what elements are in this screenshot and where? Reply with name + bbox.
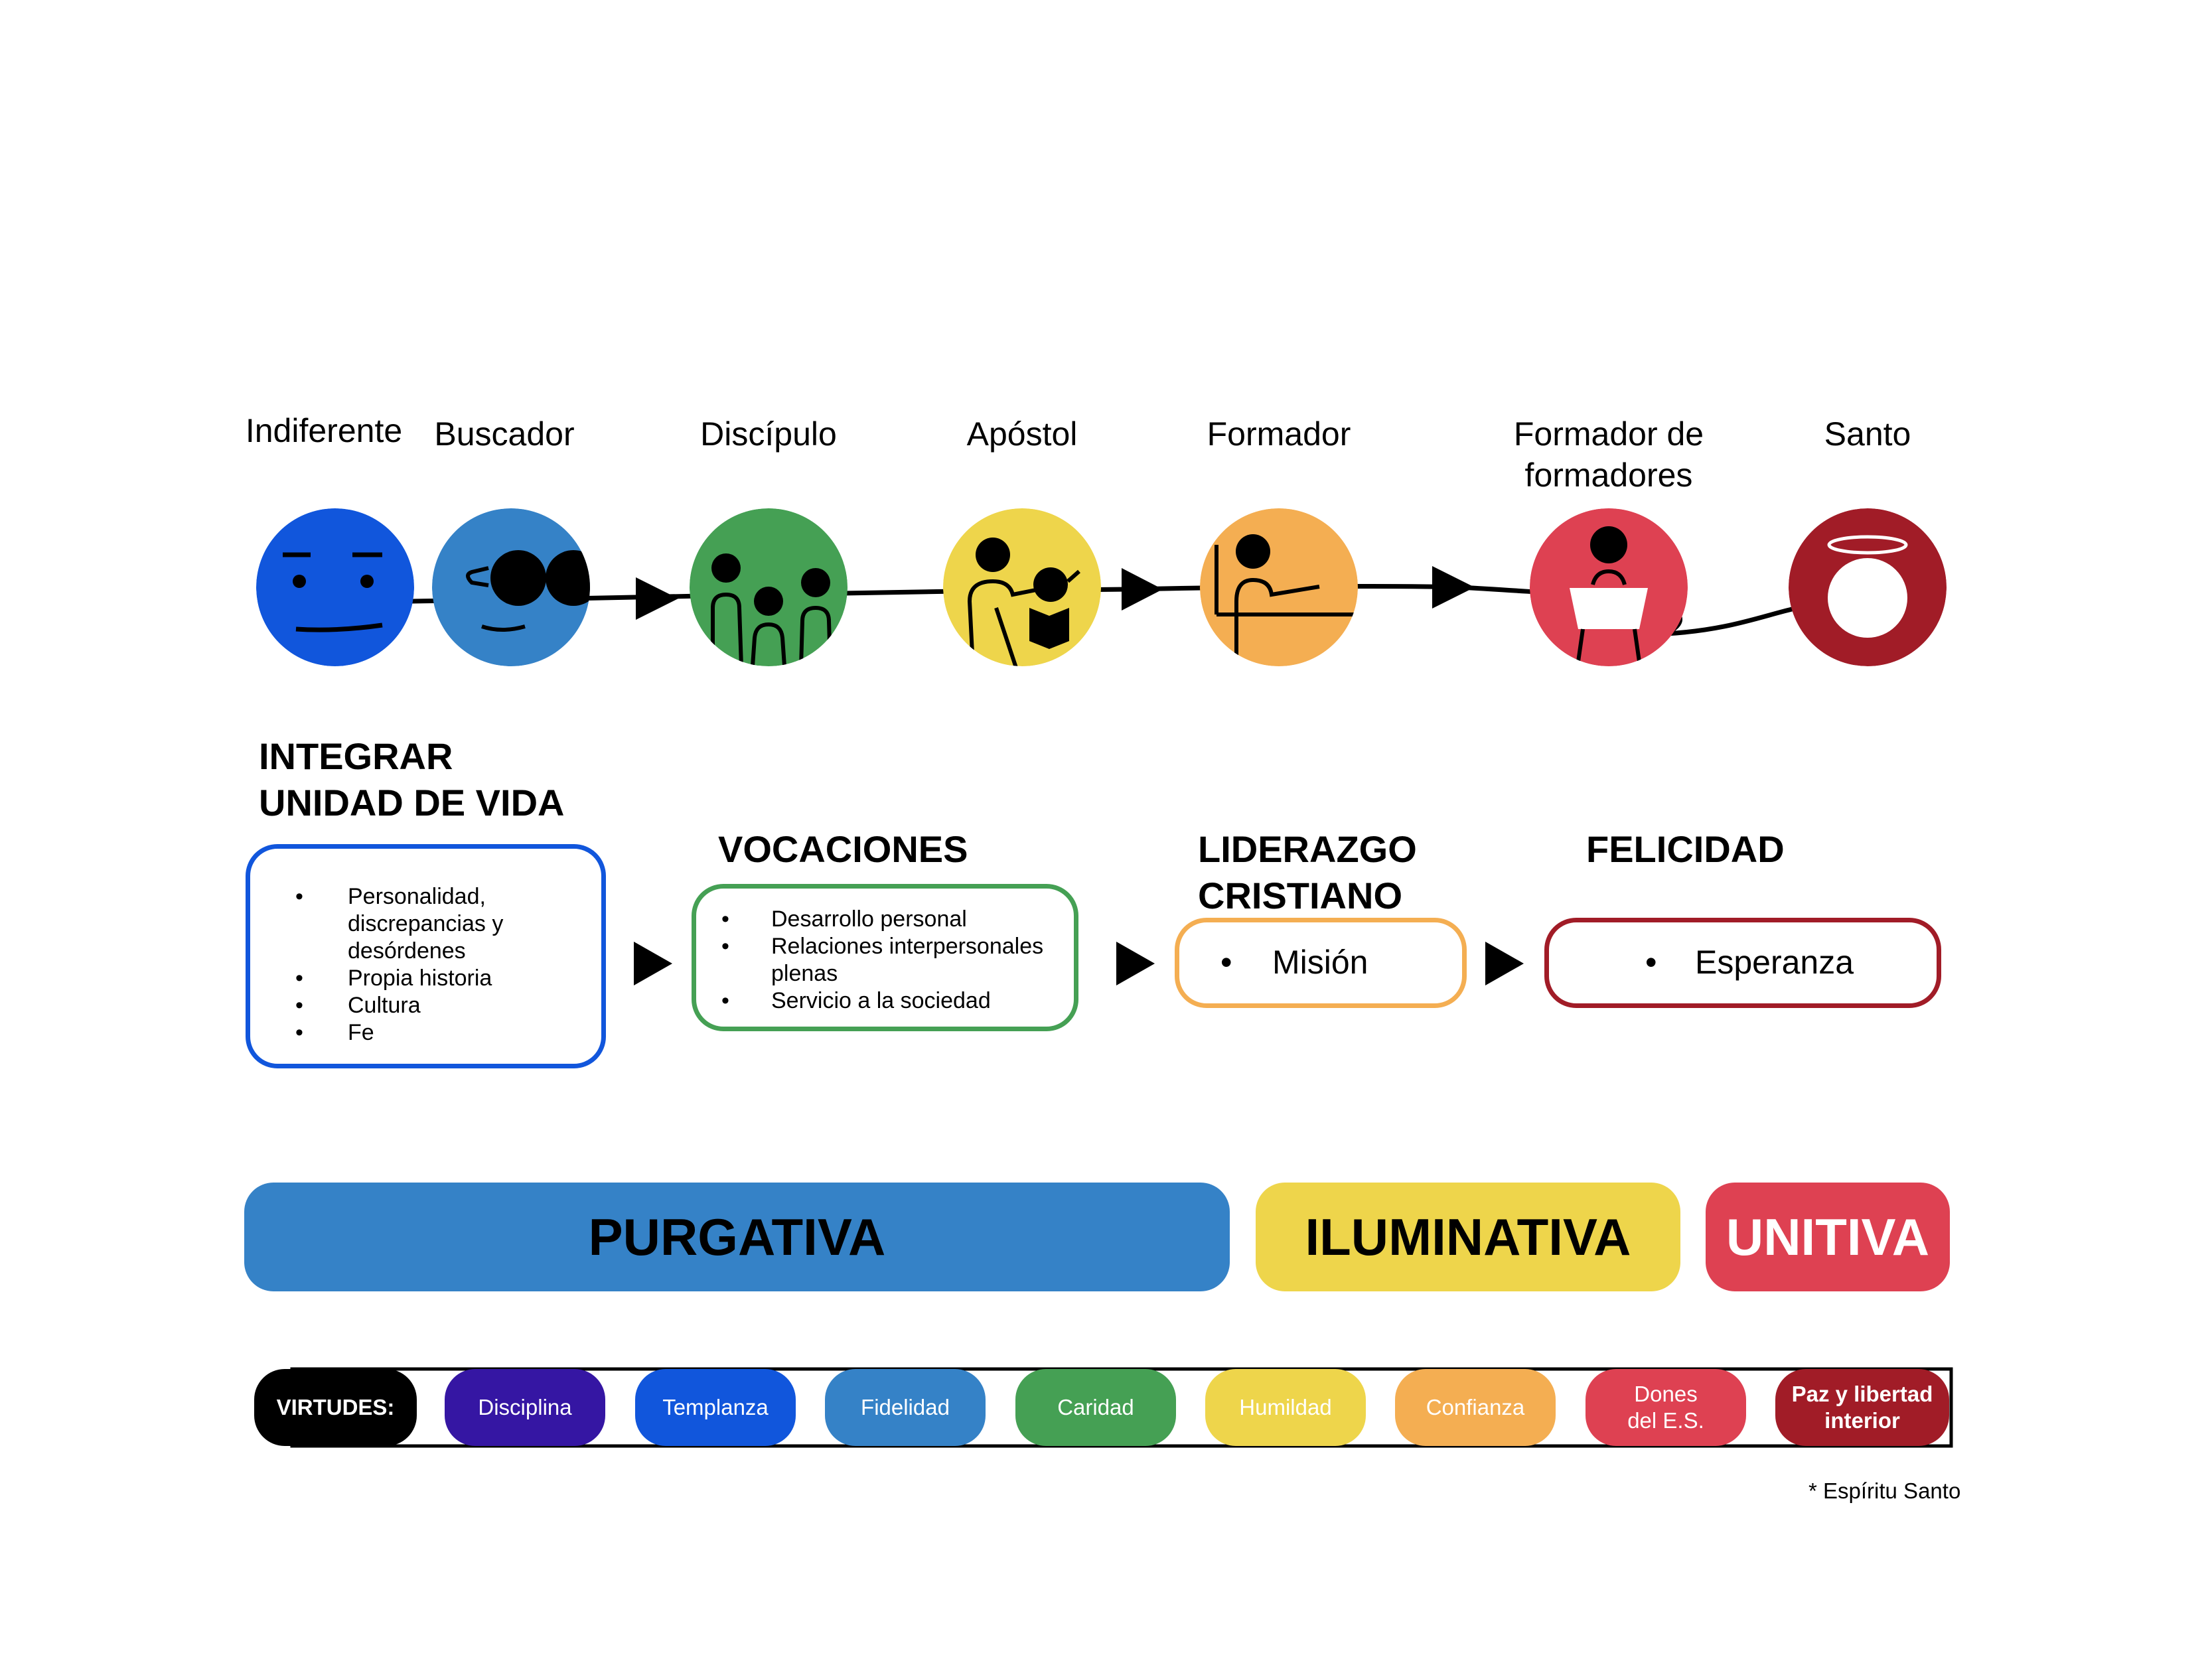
box-liderazgo: Misión: [1175, 918, 1467, 1008]
phase-label: PURGATIVA: [588, 1207, 886, 1266]
footnote: * Espíritu Santo: [1808, 1479, 1961, 1503]
stage-label-buscador: Buscador: [434, 415, 575, 453]
stage-label-discipulo: Discípulo: [700, 415, 837, 453]
virtue-fidelidad: Fidelidad: [825, 1369, 986, 1446]
virtue-label: Confianza: [1426, 1395, 1525, 1419]
teacher-with-book-icon: [943, 508, 1101, 666]
virtue-label: Dones del E.S.: [1627, 1382, 1704, 1433]
phase-label: ILUMINATIVA: [1305, 1207, 1631, 1266]
arrow-right-icon: [1485, 942, 1524, 985]
virtue-caridad: Caridad: [1015, 1369, 1176, 1446]
group-of-people-icon: [690, 508, 848, 666]
list-item: Servicio a la sociedad: [696, 987, 1074, 1015]
list-item: Cultura: [250, 992, 601, 1019]
virtue-label: Fidelidad: [861, 1395, 950, 1419]
box-integrar: Personalidad, discrepancias y desórdenes…: [246, 844, 606, 1068]
heading-liderazgo-line1: LIDERAZGO: [1198, 828, 1417, 870]
stage-label-apostol: Apóstol: [966, 415, 1078, 453]
heading-integrar-line1: INTEGRAR: [259, 735, 453, 777]
virtue-label: Caridad: [1057, 1395, 1134, 1419]
arrow-right-icon: [1116, 942, 1155, 985]
virtue-templanza: Templanza: [635, 1369, 796, 1446]
phase-iluminativa: ILUMINATIVA: [1256, 1183, 1680, 1291]
virtue-humildad: Humildad: [1205, 1369, 1366, 1446]
virtue-dones: Dones del E.S.: [1585, 1369, 1746, 1446]
virtue-label: Paz y libertad interior: [1791, 1382, 1933, 1433]
heading-integrar: INTEGRAR UNIDAD DE VIDA: [259, 733, 564, 826]
stage-label-formador: Formador: [1207, 415, 1351, 453]
felicidad-list: Esperanza: [1549, 942, 1937, 982]
heading-felicidad: FELICIDAD: [1586, 828, 1785, 870]
phase-purgativa: PURGATIVA: [244, 1183, 1230, 1291]
phase-label: UNITIVA: [1726, 1207, 1930, 1266]
virtue-label: Templanza: [662, 1395, 769, 1419]
heading-integrar-line2: UNIDAD DE VIDA: [259, 782, 565, 824]
list-item: Esperanza: [1549, 942, 1937, 982]
vocaciones-list: Desarrollo personal Relaciones interpers…: [696, 906, 1074, 1015]
list-item: Propia historia: [250, 965, 601, 992]
stage-label-formador-de-formadores: Formador de formadores: [1513, 415, 1704, 494]
box-felicidad: Esperanza: [1544, 918, 1941, 1008]
list-item: Misión: [1179, 942, 1462, 982]
integrar-list: Personalidad, discrepancias y desórdenes…: [250, 883, 601, 1046]
path-arrow-3: [1432, 566, 1475, 609]
face-with-glasses-icon: [432, 508, 590, 666]
person-pointing-icon: [1200, 508, 1358, 666]
list-item: Desarrollo personal: [696, 906, 1074, 933]
virtue-confianza: Confianza: [1395, 1369, 1556, 1446]
box-vocaciones: Desarrollo personal Relaciones interpers…: [692, 884, 1078, 1031]
liderazgo-list: Misión: [1179, 942, 1462, 982]
arrow-right-icon: [634, 942, 672, 985]
list-item: Relaciones interpersonales plenas: [696, 933, 1074, 987]
speaker-at-podium-icon: [1530, 508, 1688, 666]
phase-unitiva: UNITIVA: [1706, 1183, 1950, 1291]
heading-liderazgo: LIDERAZGO CRISTIANO: [1198, 826, 1417, 919]
neutral-face-icon: [256, 508, 414, 666]
virtue-label: Humildad: [1239, 1395, 1332, 1419]
virtue-paz: Paz y libertad interior: [1775, 1369, 1949, 1446]
list-item: Fe: [250, 1019, 601, 1046]
halo-icon: [1789, 508, 1947, 666]
stage-label-indiferente: Indiferente: [245, 412, 403, 449]
list-item: Personalidad, discrepancias y desórdenes: [250, 883, 601, 965]
virtue-label: Disciplina: [478, 1395, 572, 1419]
stage-label-santo: Santo: [1824, 415, 1911, 453]
virtue-disciplina: Disciplina: [445, 1369, 605, 1446]
virtudes-header-label: VIRTUDES:: [276, 1395, 395, 1419]
heading-vocaciones: VOCACIONES: [718, 828, 968, 870]
heading-liderazgo-line2: CRISTIANO: [1198, 875, 1402, 916]
path-arrow-1: [636, 577, 678, 620]
virtudes-header: VIRTUDES:: [254, 1369, 417, 1446]
path-arrow-2: [1122, 568, 1163, 611]
